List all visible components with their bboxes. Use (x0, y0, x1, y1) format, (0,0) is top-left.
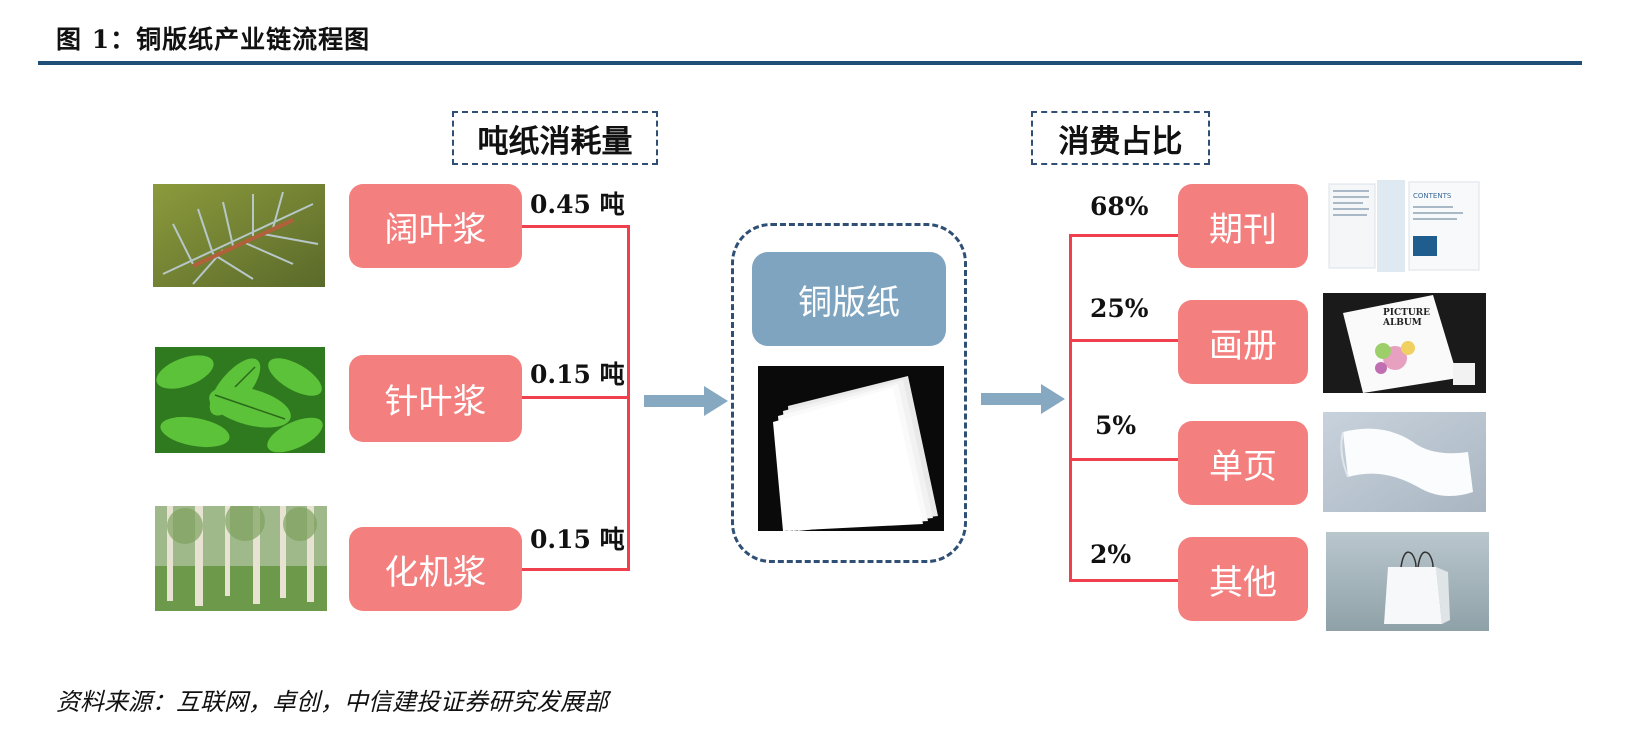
tree-forest-photo (155, 506, 327, 611)
center-frame (731, 223, 967, 563)
album-photo-text: ALBUM (1382, 318, 1422, 328)
picture-album-photo: PICTURE ALBUM (1323, 293, 1486, 393)
input-amount: 0.45 吨 (530, 190, 625, 219)
connector-line (522, 568, 630, 571)
center-product-box: 铜版纸 (752, 252, 946, 346)
share-label: 68% (1090, 192, 1149, 221)
right-panel-header: 消费占比 (1031, 111, 1210, 165)
left-panel-header: 吨纸消耗量 (452, 111, 658, 165)
green-leaves-photo (155, 347, 325, 453)
album-photo-text: PICTURE (1383, 308, 1430, 318)
connector-line (1069, 579, 1178, 582)
input-amount: 0.15 吨 (530, 525, 625, 554)
input-pill-softwood-pulp: 针叶浆 (349, 355, 522, 442)
connector-trunk (627, 225, 630, 571)
output-pill-albums: 画册 (1178, 300, 1308, 384)
input-pill-mechanical-pulp: 化机浆 (349, 527, 522, 611)
figure-title: 图 1：铜版纸产业链流程图 (56, 25, 371, 54)
magazine-photo-text: CONTENTS (1413, 192, 1452, 200)
title-rule (38, 61, 1582, 65)
conifer-branch-photo (153, 184, 325, 287)
connector-line (1069, 234, 1178, 237)
flow-arrow-right (981, 384, 1065, 414)
output-pill-periodicals: 期刊 (1178, 184, 1308, 268)
connector-line (522, 396, 630, 399)
paper-bag-photo (1326, 532, 1489, 631)
share-label: 5% (1095, 411, 1137, 440)
output-pill-others: 其他 (1178, 537, 1308, 621)
connector-line (522, 225, 630, 228)
share-label: 2% (1090, 540, 1132, 569)
input-amount: 0.15 吨 (530, 360, 625, 389)
connector-trunk (1069, 234, 1072, 582)
share-label: 25% (1090, 294, 1149, 323)
paper-stack-photo (758, 366, 944, 531)
magazine-photo: CONTENTS (1327, 176, 1483, 276)
curled-sheet-photo (1323, 412, 1486, 512)
input-pill-hardwood-pulp: 阔叶浆 (349, 184, 522, 268)
output-pill-single-sheets: 单页 (1178, 421, 1308, 505)
flow-arrow-left (644, 386, 728, 416)
connector-line (1069, 339, 1178, 342)
figure-source: 资料来源：互联网，卓创，中信建投证券研究发展部 (56, 688, 608, 716)
connector-line (1069, 458, 1178, 461)
